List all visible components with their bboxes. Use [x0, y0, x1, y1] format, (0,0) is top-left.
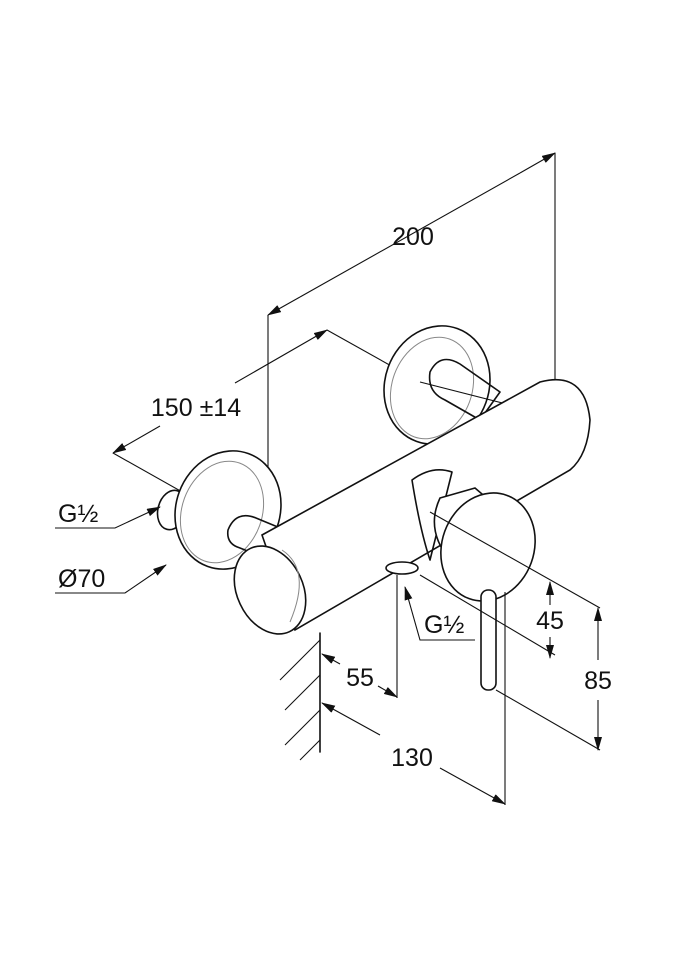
dimension-85-label: 85: [584, 667, 612, 695]
wall-hatching: [279, 632, 321, 761]
dimension-150-label: 150 ±14: [151, 394, 241, 422]
inlet-thread-label: G½: [58, 500, 98, 528]
mixer-body: [233, 378, 591, 635]
outlet-thread-label: G½: [424, 611, 464, 639]
dimension-45-label: 45: [536, 607, 564, 635]
control-knob: [433, 487, 536, 805]
outlet: [385, 469, 453, 698]
left-wall-flange: [156, 450, 286, 570]
dimension-130: 130: [321, 702, 506, 805]
leader-flange-diameter: Ø70: [55, 564, 167, 594]
dimension-55: 55: [321, 653, 398, 698]
dimension-130-label: 130: [391, 744, 433, 772]
dimension-45: 45: [419, 511, 601, 659]
dimension-55-label: 55: [346, 664, 374, 692]
leader-inlet-thread: G½: [55, 500, 161, 529]
flange-diameter-label: Ø70: [58, 565, 105, 593]
leader-outlet-thread: G½: [404, 586, 475, 641]
dimension-150: 150 ±14: [112, 329, 421, 534]
dimension-200-label: 200: [392, 223, 434, 251]
dimension-85: 85: [495, 607, 612, 751]
right-wall-flange: [383, 325, 511, 445]
